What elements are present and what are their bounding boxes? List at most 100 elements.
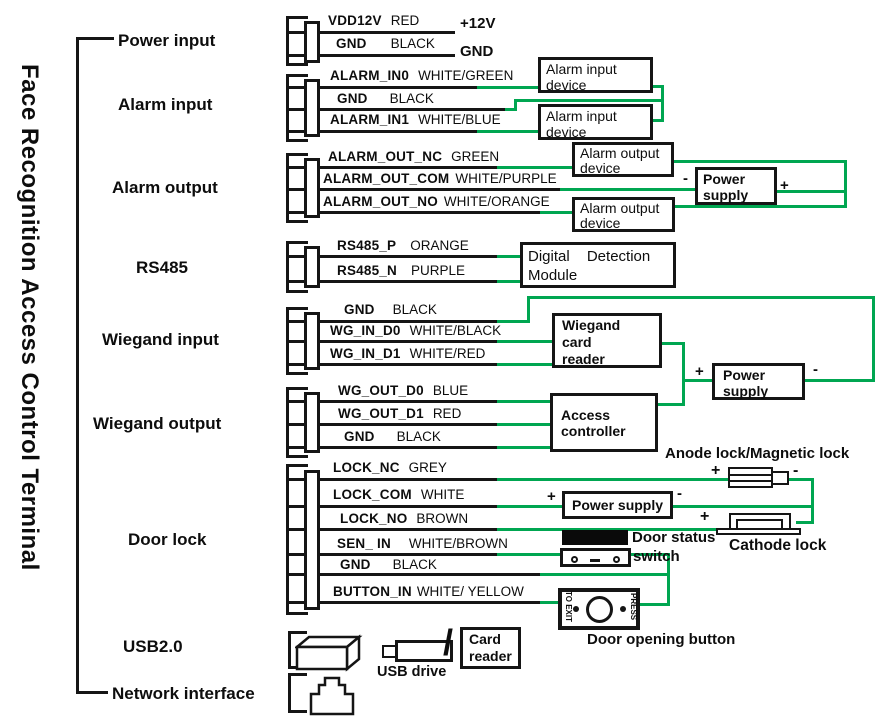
wire-color: RED <box>390 13 420 28</box>
wire-color: WHITE <box>420 487 465 502</box>
green-alarm-bridge-top <box>651 85 664 88</box>
pin-name: LOCK_NC <box>333 460 400 475</box>
section-network-interface: Network interface <box>112 684 255 703</box>
door-ps-minus: - <box>677 485 682 502</box>
anode-plus: + <box>711 462 721 479</box>
bracket-wg-in-bot <box>286 372 308 375</box>
wire-color: WHITE/PURPLE <box>455 171 557 186</box>
green-wg-gnd-c <box>527 296 875 299</box>
anode-lock-label: Anode lock/Magnetic lock <box>665 445 850 462</box>
bracket-wg-in-top <box>286 307 308 310</box>
wire-color: WHITE/BLUE <box>418 112 501 127</box>
terminal-12v-label: +12V <box>460 15 496 32</box>
green-wg-gnd-e <box>805 379 875 382</box>
wire-wg-out-gnd <box>289 446 497 449</box>
wire-color: PURPLE <box>410 263 465 278</box>
wire-color: ORANGE <box>410 238 469 253</box>
wire-alarm-out-no <box>289 211 540 214</box>
pin-name: LOCK_COM <box>333 487 412 502</box>
pin-name: ALARM_OUT_NO <box>323 194 438 209</box>
pin-label-vdd12v: VDD12V RED <box>328 13 419 28</box>
wire-alarm-out-nc <box>289 166 497 169</box>
pin-name: GND <box>344 429 375 444</box>
section-usb: USB2.0 <box>123 637 183 656</box>
wire-alarm-gnd <box>289 108 505 111</box>
pin-name: GND <box>340 557 371 572</box>
bracket-power-bot <box>286 63 308 66</box>
green-alarm-ps-top <box>674 160 847 163</box>
wire-color: WHITE/ YELLOW <box>416 584 524 599</box>
green-cathode-minus <box>796 521 814 524</box>
main-bracket-vertical <box>76 37 79 694</box>
bracket-usb <box>288 631 291 669</box>
wire-lock-no <box>289 528 497 531</box>
pin-name: WG_OUT_D0 <box>338 383 424 398</box>
pin-name: WG_IN_D0 <box>330 323 401 338</box>
door-button-right-text: PRESS <box>629 593 638 621</box>
connector-block-door <box>304 470 320 610</box>
usb-port-3d-icon <box>295 634 363 672</box>
wire-color: BLACK <box>396 429 441 444</box>
green-alarm-ps-vert <box>844 160 847 208</box>
pin-name: RS485_N <box>337 263 397 278</box>
pin-label-button-in: BUTTON_IN WHITE/ YELLOW <box>333 584 524 599</box>
access-controller-box: Access controller <box>550 393 658 452</box>
cathode-lock-base-icon <box>716 528 801 535</box>
wire-color: BLACK <box>390 36 435 51</box>
anode-minus: - <box>793 462 799 479</box>
wire-alarm-in0 <box>289 86 477 89</box>
green-lock-minus-rail <box>811 478 814 524</box>
green-wg-in-d0 <box>497 340 552 343</box>
connector-block-alarm-in <box>304 79 320 137</box>
wire-color: BLACK <box>389 91 434 106</box>
green-button-in <box>540 601 558 604</box>
section-wiegand-output: Wiegand output <box>93 414 222 433</box>
pin-name: VDD12V <box>328 13 382 28</box>
pin-name: WG_IN_D1 <box>330 346 401 361</box>
green-wg-gnd-d <box>872 296 875 382</box>
page-title: Face Recognition Access Control Terminal <box>16 64 43 571</box>
green-alarm-gnd-b <box>514 99 517 111</box>
alarm-output-device-box-2: Alarm output device <box>572 197 675 232</box>
green-switch-out <box>631 553 670 556</box>
usb-card-reader-box: Card reader <box>460 627 521 669</box>
bracket-network-top <box>288 673 307 676</box>
wire-color: GREEN <box>451 149 500 164</box>
wire-wg-in-d0 <box>289 340 497 343</box>
door-status-switch-icon <box>560 548 631 567</box>
wire-rs485-p <box>289 255 497 258</box>
green-cardreader-out <box>662 342 684 345</box>
green-lock-nc <box>497 478 728 481</box>
green-button-out <box>640 603 670 606</box>
green-wg-out-gnd <box>497 446 550 449</box>
wire-color: RED <box>432 406 462 421</box>
green-alarm-bridge-bot <box>651 119 664 122</box>
pin-name: BUTTON_IN <box>333 584 412 599</box>
bracket-power-top <box>286 16 308 19</box>
alarm-output-device-box-1: Alarm output device <box>572 142 674 177</box>
green-rs485-n <box>497 280 520 283</box>
alarm-power-supply-box: Power supply <box>695 167 777 205</box>
green-alarm-bridge-vert <box>661 85 664 122</box>
section-wiegand-input: Wiegand input <box>102 330 219 349</box>
alarm-ps-minus: - <box>683 170 688 187</box>
bracket-rs485-top <box>286 241 308 244</box>
green-anode-minus <box>788 478 814 481</box>
door-button-left-text: TO EXIT <box>564 591 573 622</box>
wire-color: BROWN <box>416 511 469 526</box>
wire-wg-out-d0 <box>289 400 497 403</box>
green-doorps-minus <box>673 505 814 508</box>
green-wg-out-d1 <box>497 423 550 426</box>
switch-lever-icon <box>590 559 600 562</box>
green-wg-in-d1 <box>497 363 552 366</box>
connector-block-rs485 <box>304 246 320 288</box>
